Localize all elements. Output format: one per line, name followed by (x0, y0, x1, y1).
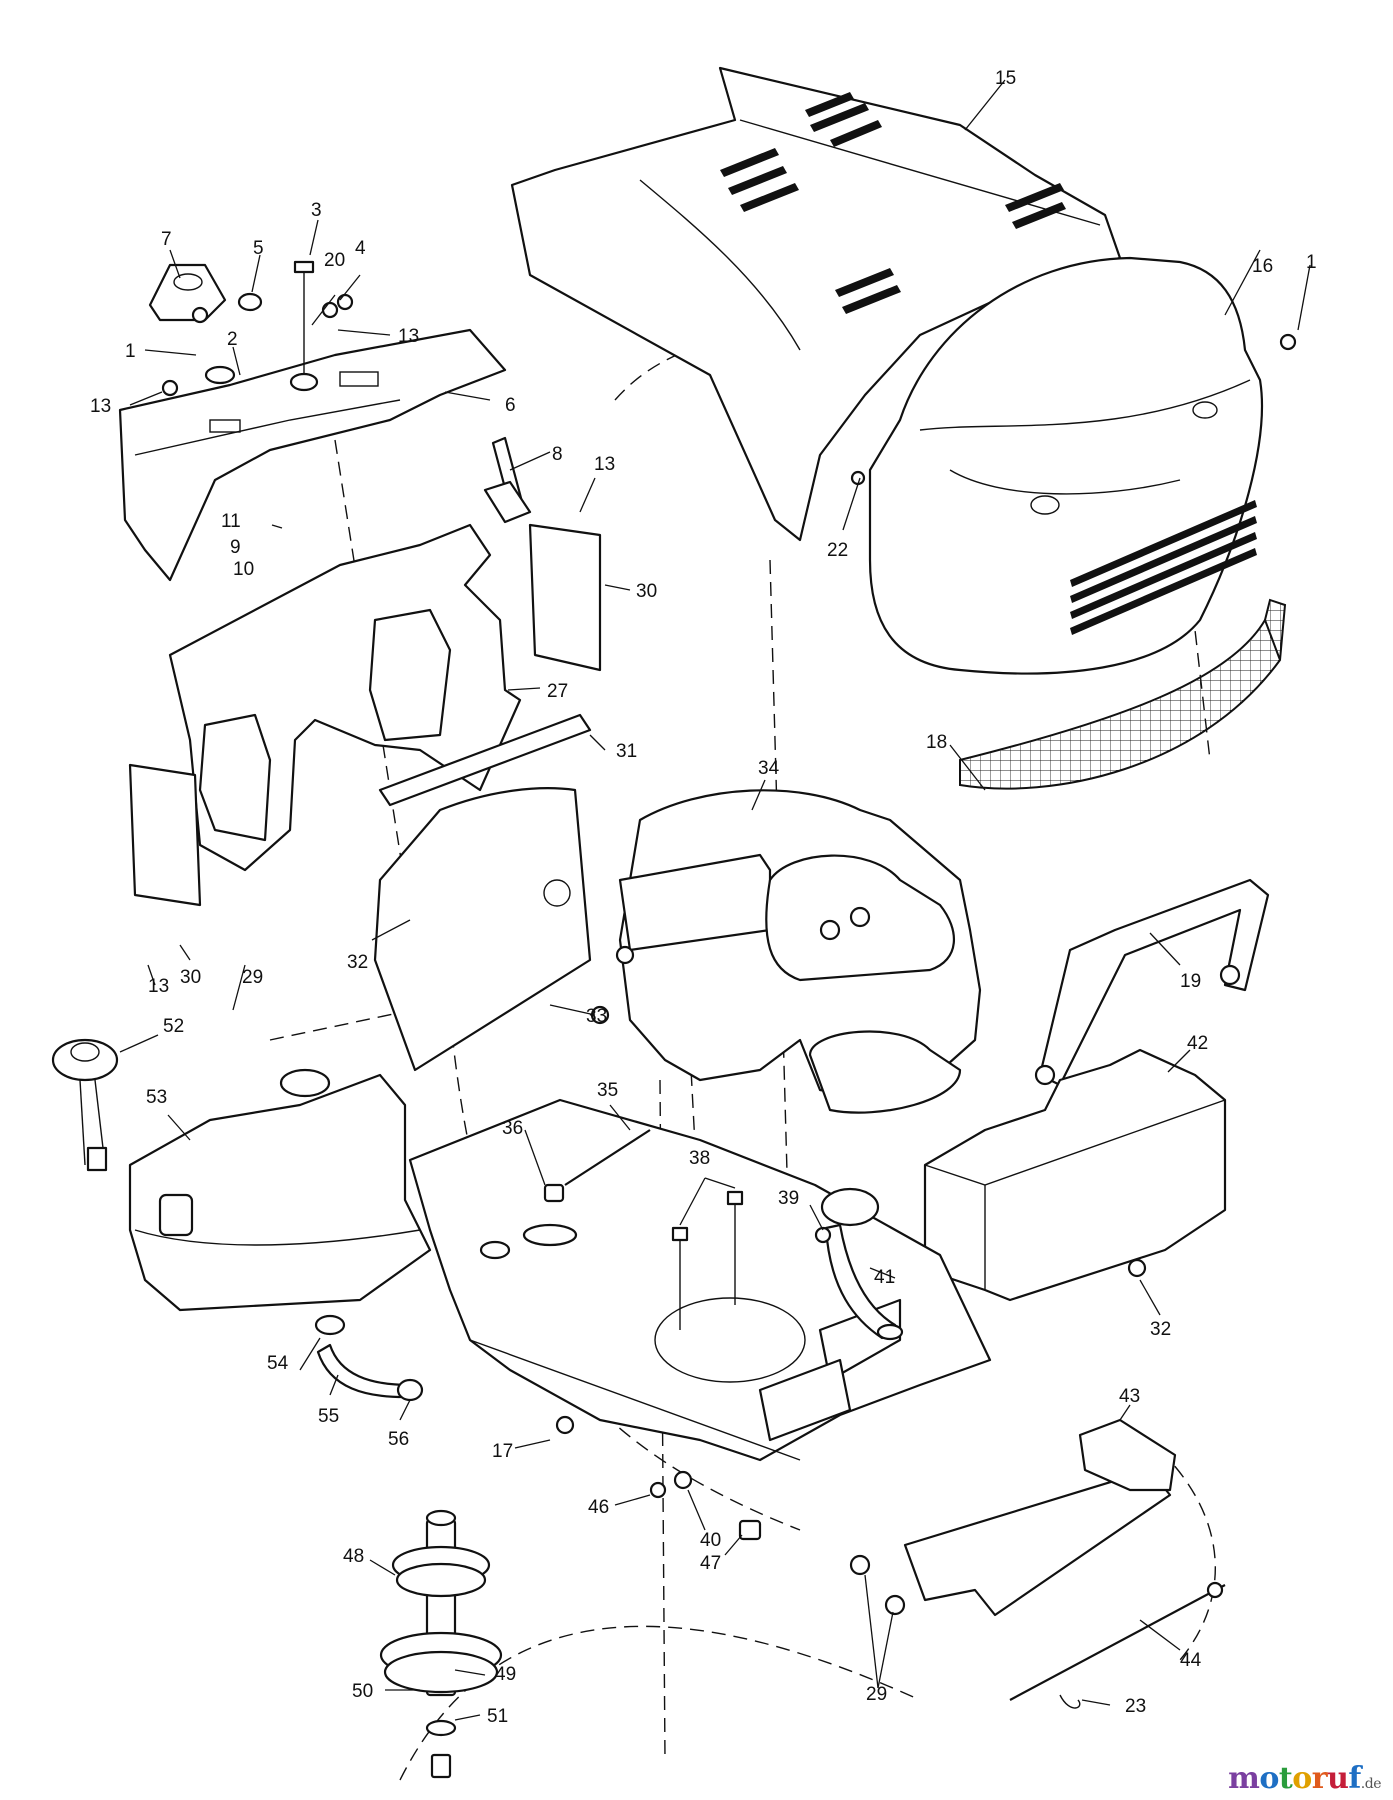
callout-27: 27 (547, 681, 568, 702)
front-bracket (903, 1418, 1177, 1617)
callout-40: 40 (700, 1530, 721, 1551)
watermark-letter: o (1259, 1761, 1279, 1796)
callout-35: 35 (597, 1080, 618, 1101)
callout-44: 44 (1180, 1650, 1202, 1671)
callout-47: 47 (700, 1553, 721, 1574)
front-rod (1009, 1581, 1226, 1701)
cross-bar (378, 713, 592, 807)
callout-30: 30 (636, 581, 657, 602)
support-bracket (1034, 878, 1270, 1087)
center-panel (168, 523, 522, 872)
callout-8: 8 (552, 444, 563, 465)
throttle-lever (483, 436, 532, 524)
fuel-tank (128, 1068, 432, 1312)
callout-38: 38 (689, 1148, 710, 1169)
callout-49: 49 (495, 1664, 516, 1685)
callout-54: 54 (267, 1353, 289, 1374)
side-plate-right (528, 523, 602, 672)
callout-43: 43 (1119, 1386, 1140, 1407)
callout-32: 32 (1150, 1319, 1171, 1340)
callout-22: 22 (827, 540, 848, 561)
grille-screen (959, 598, 1287, 790)
hood-vents (720, 92, 1066, 314)
hair-pin (1059, 1694, 1081, 1709)
callout-32: 32 (347, 952, 368, 973)
pulley (379, 1509, 503, 1779)
callout-42: 42 (1187, 1033, 1208, 1054)
callout-labels: 15 16 1 22 7 5 3 20 4 13 1 2 13 6 8 13 1… (90, 68, 1317, 1727)
callout-33: 33 (586, 1006, 607, 1027)
hood-nose (868, 256, 1264, 675)
dash-panel (118, 328, 507, 582)
callout-30: 30 (180, 967, 201, 988)
callout-56: 56 (388, 1429, 409, 1450)
small-fasteners-dash (161, 260, 1297, 486)
callout-16: 16 (1252, 256, 1273, 277)
callout-29: 29 (866, 1684, 887, 1705)
fuel-cap (51, 1038, 119, 1172)
watermark-letter: m (1228, 1761, 1260, 1796)
callout-13: 13 (594, 454, 615, 475)
watermark-letter: o (1292, 1761, 1312, 1796)
grille-slots (1070, 500, 1257, 635)
callout-9: 9 (230, 537, 241, 558)
callout-13: 13 (90, 396, 111, 417)
callout-41: 41 (874, 1267, 895, 1288)
callout-50: 50 (352, 1681, 373, 1702)
lower-shield (373, 787, 592, 1072)
callout-34: 34 (758, 758, 780, 779)
watermark-letter: f (1348, 1761, 1361, 1796)
callout-55: 55 (318, 1406, 339, 1427)
callout-53: 53 (146, 1087, 167, 1108)
callout-3: 3 (311, 200, 322, 221)
leader-lines (119, 79, 1311, 1721)
callout-17: 17 (492, 1441, 513, 1462)
watermark-letter: u (1327, 1761, 1349, 1796)
callout-29: 29 (242, 967, 263, 988)
callout-1: 1 (125, 341, 136, 362)
callout-4: 4 (355, 238, 366, 259)
callout-19: 19 (1180, 971, 1201, 992)
watermark-tld: .de (1360, 1776, 1382, 1792)
side-panel-box (923, 1048, 1227, 1302)
callout-36: 36 (502, 1118, 523, 1139)
callout-11: 11 (221, 511, 241, 532)
bezel (148, 263, 227, 322)
callout-10: 10 (233, 559, 254, 580)
callout-18: 18 (926, 732, 947, 753)
callout-5: 5 (253, 238, 264, 259)
callout-15: 15 (995, 68, 1016, 89)
callout-51: 51 (487, 1706, 508, 1727)
callout-13: 13 (398, 326, 419, 347)
callout-23: 23 (1125, 1696, 1146, 1717)
hardware (543, 1129, 1147, 1616)
watermark-letter: t (1278, 1761, 1293, 1796)
callout-7: 7 (161, 229, 172, 250)
callout-2: 2 (227, 329, 238, 350)
watermark-logo: motoruf.de (1228, 1761, 1381, 1796)
callout-48: 48 (343, 1546, 364, 1567)
callout-39: 39 (778, 1188, 799, 1209)
hood-top (510, 66, 1122, 542)
callout-46: 46 (588, 1497, 609, 1518)
callout-31: 31 (616, 741, 637, 762)
exhaust-elbow (820, 1187, 904, 1341)
callout-6: 6 (505, 395, 516, 416)
fuel-hose (314, 1314, 424, 1402)
engine (590, 789, 982, 1114)
side-plate-left (128, 763, 202, 907)
callout-52: 52 (163, 1016, 184, 1037)
watermark-letter: r (1311, 1761, 1328, 1796)
callout-20: 20 (324, 250, 345, 271)
callout-13: 13 (148, 976, 169, 997)
callout-1: 1 (1306, 252, 1317, 273)
